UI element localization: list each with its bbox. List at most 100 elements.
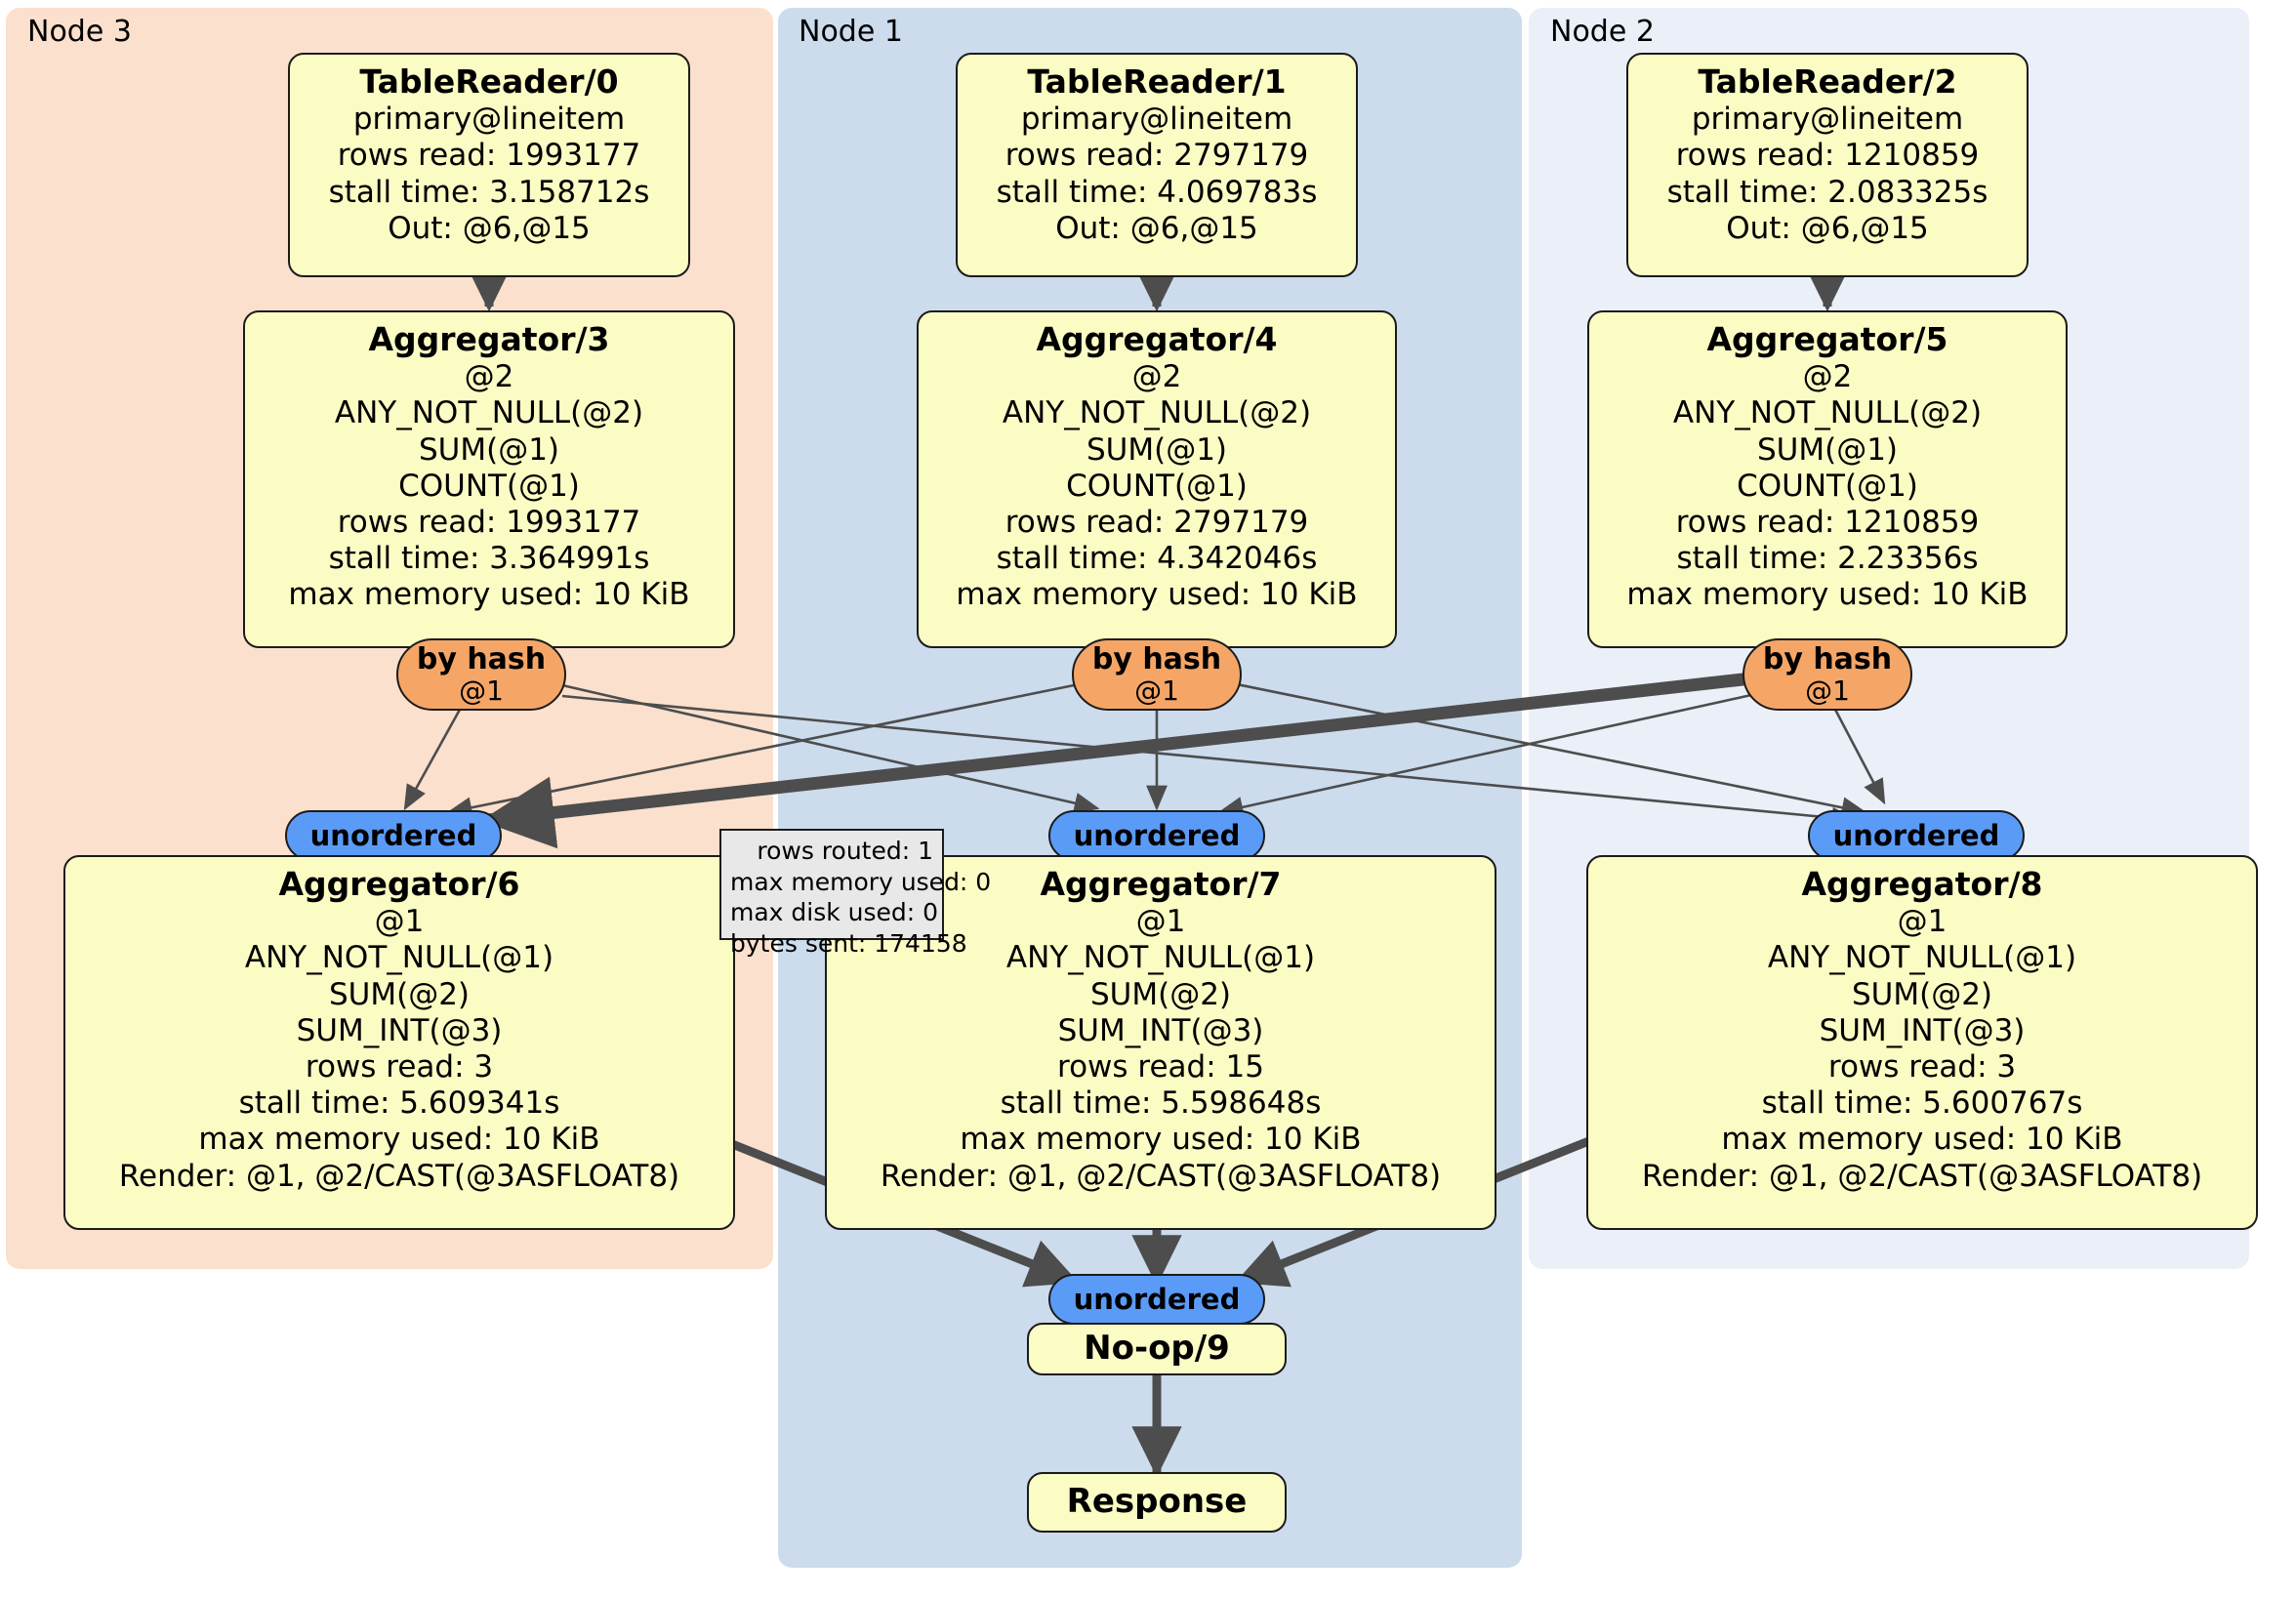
processor-title: TableReader/1 (1027, 62, 1287, 101)
router-by-hash-4[interactable]: by hash @1 (1072, 638, 1242, 711)
processor-line: @2 (464, 359, 514, 395)
processor-response[interactable]: Response (1027, 1472, 1287, 1533)
processor-line: max memory used: 10 KiB (960, 1122, 1362, 1158)
processor-line: primary@lineitem (1020, 102, 1293, 138)
processor-line: COUNT(@1) (1066, 468, 1248, 504)
stream-label: unordered (1832, 818, 2000, 852)
processor-line: @1 (1135, 904, 1186, 940)
processor-title: Aggregator/8 (1801, 865, 2043, 903)
processor-line: SUM_INT(@3) (1819, 1012, 2026, 1048)
panel-label-node-2: Node 2 (1550, 15, 1655, 49)
router-by-hash-5[interactable]: by hash @1 (1742, 638, 1912, 711)
router-kind-label: by hash (1762, 641, 1893, 676)
panel-label-node-3: Node 3 (27, 15, 132, 49)
stream-unordered-7[interactable]: unordered (1048, 810, 1265, 861)
processor-line: Out: @6,@15 (388, 210, 591, 246)
processor-line: SUM_INT(@3) (296, 1012, 503, 1048)
processor-table-reader-2[interactable]: TableReader/2 primary@lineitem rows read… (1626, 53, 2029, 277)
processor-line: rows read: 1210859 (1675, 505, 1980, 540)
processor-line: max memory used: 10 KiB (956, 577, 1358, 613)
processor-line: stall time: 2.083325s (1666, 174, 1988, 210)
processor-line: rows read: 3 (305, 1049, 494, 1085)
processor-line: @1 (374, 904, 425, 940)
processor-line: SUM_INT(@3) (1057, 1012, 1264, 1048)
processor-title: No-op/9 (1084, 1329, 1230, 1369)
processor-line: stall time: 4.069783s (996, 174, 1318, 210)
router-kind-label: by hash (1091, 641, 1222, 676)
processor-title: TableReader/0 (359, 62, 619, 101)
stats-line: max memory used: 0 (730, 867, 992, 896)
processor-line: SUM(@1) (1086, 431, 1228, 468)
processor-title: Aggregator/7 (1040, 865, 1282, 903)
processor-line: stall time: 3.158712s (328, 174, 650, 210)
processor-aggregator-7[interactable]: Aggregator/7 @1 ANY_NOT_NULL(@1) SUM(@2)… (825, 855, 1496, 1230)
processor-aggregator-5[interactable]: Aggregator/5 @2 ANY_NOT_NULL(@2) SUM(@1)… (1587, 310, 2068, 648)
processor-line: SUM(@2) (1089, 976, 1232, 1012)
processor-line: COUNT(@1) (1737, 468, 1918, 504)
processor-line: rows read: 15 (1057, 1049, 1264, 1085)
stream-unordered-9[interactable]: unordered (1048, 1274, 1265, 1325)
processor-line: ANY_NOT_NULL(@1) (244, 940, 554, 976)
processor-title: Aggregator/4 (1036, 320, 1278, 358)
processor-line: stall time: 5.600767s (1761, 1085, 2083, 1122)
processor-title: Aggregator/6 (278, 865, 520, 903)
stream-unordered-8[interactable]: unordered (1808, 810, 2025, 861)
processor-aggregator-4[interactable]: Aggregator/4 @2 ANY_NOT_NULL(@2) SUM(@1)… (917, 310, 1397, 648)
processor-line: max memory used: 10 KiB (1721, 1122, 2123, 1158)
processor-line: max memory used: 10 KiB (1626, 577, 2029, 613)
processor-title: TableReader/2 (1698, 62, 1957, 101)
processor-line: Out: @6,@15 (1055, 210, 1258, 246)
processor-line: rows read: 1993177 (337, 138, 641, 174)
processor-line: max memory used: 10 KiB (198, 1122, 600, 1158)
processor-line: stall time: 5.609341s (238, 1085, 560, 1122)
processor-line: SUM(@1) (418, 431, 560, 468)
processor-aggregator-6[interactable]: Aggregator/6 @1 ANY_NOT_NULL(@1) SUM(@2)… (63, 855, 735, 1230)
processor-line: rows read: 3 (1827, 1049, 2017, 1085)
edge-hash5-unordered8 (1831, 705, 1886, 805)
processor-line: stall time: 5.598648s (1000, 1085, 1322, 1122)
processor-no-op-9[interactable]: No-op/9 (1027, 1323, 1287, 1375)
processor-line: @2 (1802, 359, 1853, 395)
stats-line: bytes sent: 174158 (730, 928, 967, 958)
processor-aggregator-3[interactable]: Aggregator/3 @2 ANY_NOT_NULL(@2) SUM(@1)… (243, 310, 735, 648)
stream-label: unordered (1073, 1282, 1241, 1316)
edge-hash4-unordered8 (1231, 681, 1867, 819)
processor-line: SUM(@1) (1756, 431, 1899, 468)
processor-line: @1 (1897, 904, 1948, 940)
panel-label-node-1: Node 1 (799, 15, 903, 49)
processor-line: primary@lineitem (1691, 102, 1964, 138)
processor-line: Out: @6,@15 (1726, 210, 1929, 246)
stats-tooltip: rows routed: 1 max memory used: 0 max di… (719, 829, 992, 958)
stats-line: max disk used: 0 (730, 898, 939, 926)
processor-title: Aggregator/3 (368, 320, 610, 358)
processor-line: rows read: 2797179 (1004, 505, 1309, 540)
router-by-hash-3[interactable]: by hash @1 (396, 638, 566, 711)
stream-unordered-6[interactable]: unordered (285, 810, 502, 861)
processor-table-reader-0[interactable]: TableReader/0 primary@lineitem rows read… (288, 53, 690, 277)
processor-line: SUM(@2) (328, 976, 471, 1012)
processor-title: Aggregator/5 (1706, 320, 1948, 358)
processor-line: stall time: 2.23356s (1676, 541, 1979, 577)
processor-line: rows read: 2797179 (1004, 138, 1309, 174)
processor-line: rows read: 1993177 (337, 505, 641, 540)
processor-line: primary@lineitem (352, 102, 626, 138)
edge-hash3-unordered8 (561, 694, 1858, 829)
processor-aggregator-8[interactable]: Aggregator/8 @1 ANY_NOT_NULL(@1) SUM(@2)… (1586, 855, 2258, 1230)
processor-line: Render: @1, @2/CAST(@3ASFLOAT8) (1641, 1158, 2203, 1194)
edge-hash5-unordered7 (1217, 693, 1752, 818)
router-column-label: @1 (1805, 675, 1850, 708)
processor-line: ANY_NOT_NULL(@1) (1005, 940, 1316, 976)
router-column-label: @1 (459, 675, 504, 708)
stats-line: rows routed: 1 (757, 837, 933, 865)
processor-line: stall time: 4.342046s (996, 541, 1318, 577)
router-kind-label: by hash (416, 641, 547, 676)
processor-table-reader-1[interactable]: TableReader/1 primary@lineitem rows read… (956, 53, 1358, 277)
stream-label: unordered (1073, 818, 1241, 852)
edge-hash5-unordered6 (480, 672, 1752, 849)
processor-line: SUM(@2) (1851, 976, 1993, 1012)
stream-label: unordered (309, 818, 477, 852)
processor-line: ANY_NOT_NULL(@2) (1002, 395, 1312, 431)
processor-line: max memory used: 10 KiB (288, 577, 690, 613)
processor-line: ANY_NOT_NULL(@1) (1767, 940, 2077, 976)
